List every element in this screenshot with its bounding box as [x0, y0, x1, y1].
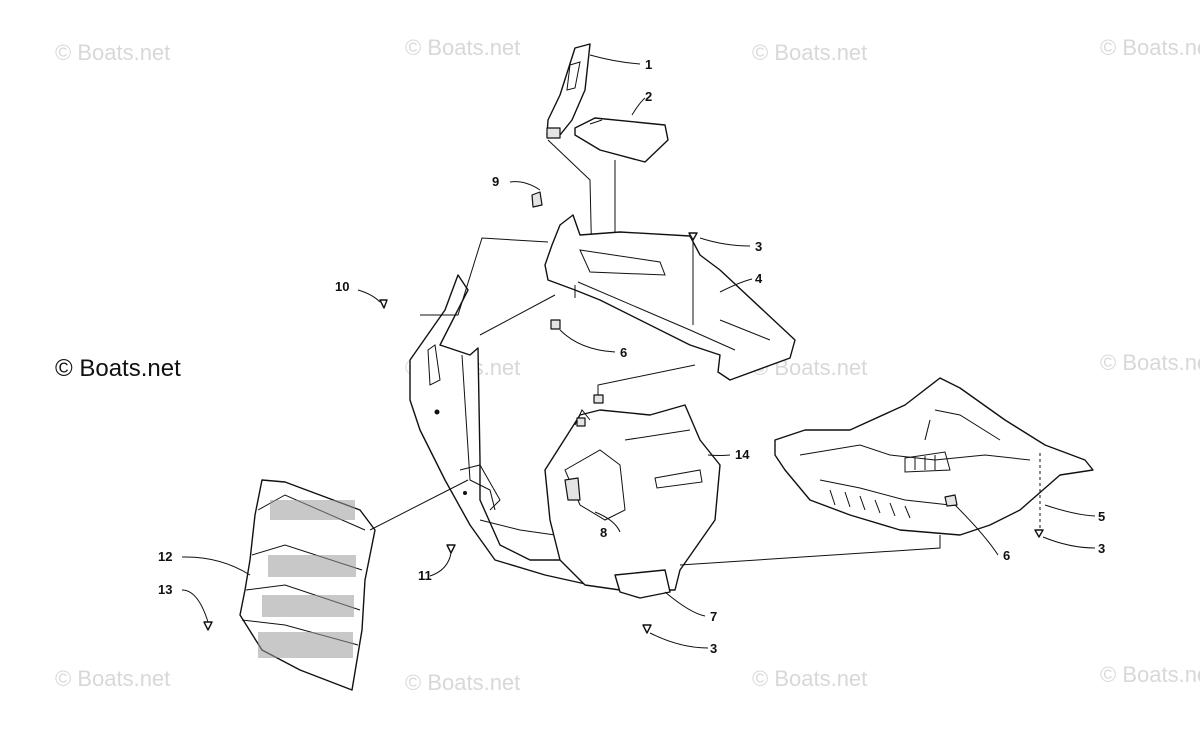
callout-3: 3: [755, 239, 762, 254]
watermark: © Boats.net: [55, 666, 170, 691]
callout-8: 8: [600, 525, 607, 540]
part-nosepan-body[interactable]: [409, 274, 591, 586]
watermark: © Boats.net: [1100, 662, 1200, 687]
part-3-screw-bottom[interactable]: [642, 624, 652, 634]
part-2-pad[interactable]: [574, 117, 669, 163]
watermark: © Boats.net: [405, 35, 520, 60]
callout-7: 7: [710, 609, 717, 624]
callout-11: 11: [418, 568, 432, 583]
part-11-screw[interactable]: [446, 544, 456, 554]
part-1-strap[interactable]: [546, 43, 591, 139]
part-14-panel[interactable]: [544, 404, 721, 591]
callout-9: 9: [492, 174, 499, 189]
callout-leaders: [181, 54, 1096, 649]
part-4-console[interactable]: [544, 214, 796, 381]
assembly-lines: [369, 237, 941, 566]
callout-2: 2: [645, 89, 652, 104]
part-6-clip-upper[interactable]: [550, 319, 561, 330]
grille-mesh: [258, 500, 356, 658]
watermark: © Boats.net: [55, 40, 170, 65]
watermark-primary: © Boats.net: [55, 355, 181, 382]
callout-6: 6: [620, 345, 627, 360]
part-3-screw-right[interactable]: [1034, 529, 1044, 538]
callout-14: 14: [735, 447, 750, 462]
part-10-screw[interactable]: [379, 299, 388, 309]
watermark: © Boats.net: [1100, 350, 1200, 375]
callout-13: 13: [158, 582, 172, 597]
callout-6: 6: [1003, 548, 1010, 563]
part-13-screw[interactable]: [203, 621, 213, 631]
part-9-clip[interactable]: [531, 191, 543, 208]
callout-3: 3: [1098, 541, 1105, 556]
callout-12: 12: [158, 549, 172, 564]
callout-1: 1: [645, 57, 652, 72]
part-12-grille[interactable]: [239, 479, 376, 691]
callout-4: 4: [755, 271, 763, 286]
watermark: © Boats.net: [1100, 35, 1200, 60]
part-3-screw-top[interactable]: [688, 232, 698, 241]
callout-5: 5: [1098, 509, 1105, 524]
callout-labels: 1 2 3 4 9 10 6 14 8 11 12 13 5 3 6 7 3: [158, 57, 1105, 656]
part-7-bracket[interactable]: [614, 569, 671, 599]
watermark: © Boats.net: [405, 670, 520, 695]
part-5-skid-plate[interactable]: [774, 377, 1094, 536]
callout-10: 10: [335, 279, 349, 294]
watermark: © Boats.net: [752, 40, 867, 65]
watermark: © Boats.net: [752, 666, 867, 691]
callout-3: 3: [710, 641, 717, 656]
